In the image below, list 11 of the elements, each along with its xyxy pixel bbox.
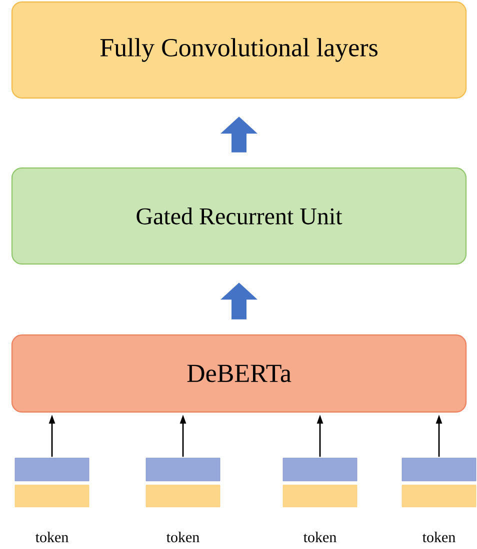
layer-box: Fully Convolutional layers [11, 1, 467, 99]
layer-box: DeBERTa [11, 334, 467, 413]
token-embedding [282, 458, 358, 508]
token-label: token [35, 532, 68, 542]
token-label: token [303, 532, 336, 542]
token-embedding [14, 458, 90, 508]
token-label: token [422, 532, 456, 542]
token-embedding [402, 458, 476, 508]
token-label: token [166, 532, 200, 542]
token-embedding [146, 458, 220, 508]
layer-box: Gated Recurrent Unit [11, 167, 467, 265]
